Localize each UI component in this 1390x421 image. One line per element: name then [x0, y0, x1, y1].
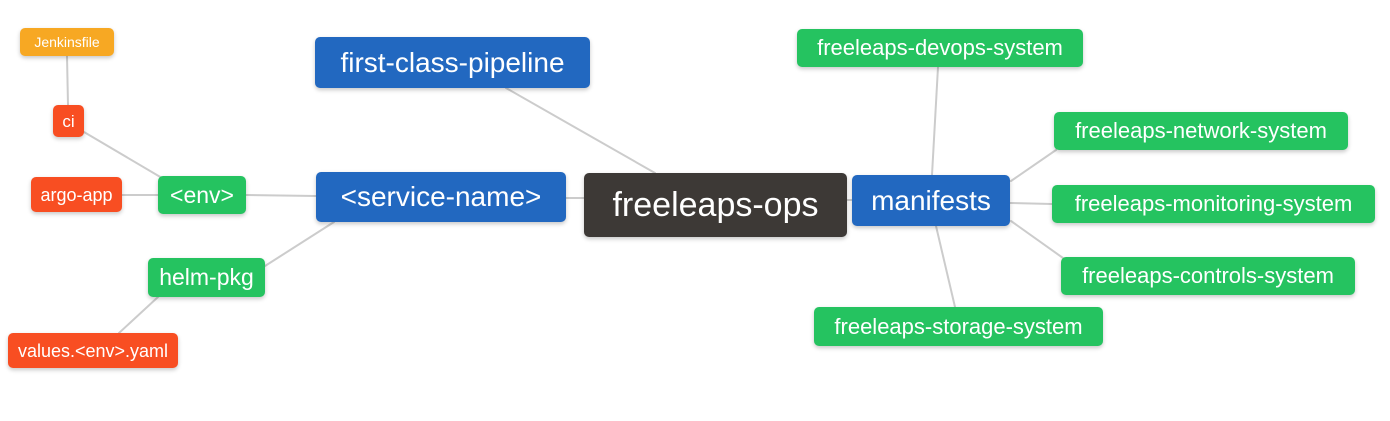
edge-jenkinsfile-ci: [66, 55, 69, 106]
edge-first-class-pipeline-freeleaps-ops: [505, 87, 656, 174]
node-env[interactable]: <env>: [158, 176, 246, 214]
edge-env-service-name: [245, 194, 317, 197]
node-freeleaps-monitoring-system[interactable]: freeleaps-monitoring-system: [1052, 185, 1375, 223]
node-freeleaps-storage-system[interactable]: freeleaps-storage-system: [814, 307, 1103, 346]
edge-helm-pkg-service-name: [264, 221, 335, 267]
node-freeleaps-ops[interactable]: freeleaps-ops: [584, 173, 847, 237]
edge-values-env-yaml-helm-pkg: [118, 296, 159, 334]
node-service-name[interactable]: <service-name>: [316, 172, 566, 222]
node-freeleaps-network-system[interactable]: freeleaps-network-system: [1054, 112, 1348, 150]
node-jenkinsfile[interactable]: Jenkinsfile: [20, 28, 114, 56]
edge-manifests-freeleaps-monitoring-system: [1009, 202, 1053, 205]
node-values-env-yaml[interactable]: values.<env>.yaml: [8, 333, 178, 368]
node-freeleaps-controls-system[interactable]: freeleaps-controls-system: [1061, 257, 1355, 295]
node-manifests[interactable]: manifests: [852, 175, 1010, 226]
node-helm-pkg[interactable]: helm-pkg: [148, 258, 265, 297]
edge-ci-env: [83, 131, 163, 179]
node-argo-app[interactable]: argo-app: [31, 177, 122, 212]
node-freeleaps-devops-system[interactable]: freeleaps-devops-system: [797, 29, 1083, 67]
edge-manifests-freeleaps-controls-system: [1010, 220, 1064, 259]
node-first-class-pipeline[interactable]: first-class-pipeline: [315, 37, 590, 88]
edge-manifests-freeleaps-network-system: [1010, 149, 1057, 182]
node-ci[interactable]: ci: [53, 105, 84, 137]
edge-manifests-freeleaps-storage-system: [935, 225, 956, 308]
edge-manifests-freeleaps-devops-system: [931, 66, 939, 176]
